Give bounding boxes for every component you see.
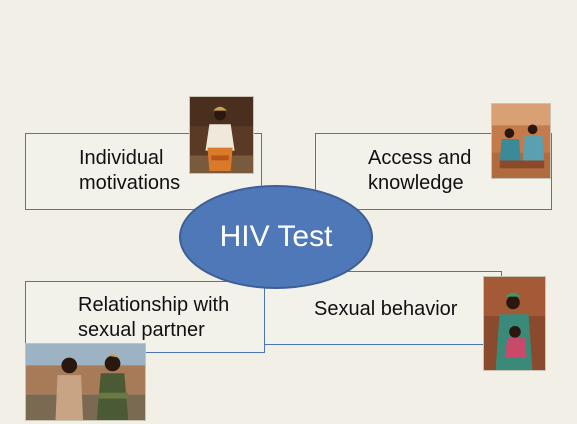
photo-women-sitting	[491, 103, 551, 179]
photo-couple	[25, 343, 146, 421]
factor-label-relationship: Relationship with sexual partner	[78, 294, 230, 341]
factor-label-sexual: Sexual behavior	[314, 298, 458, 320]
center-label: HIV Test	[219, 220, 333, 253]
photo-mother-child	[483, 276, 546, 371]
center-ellipse: HIV Test	[179, 185, 373, 289]
photo-woman-standing	[189, 96, 254, 174]
factor-label-access: Access and knowledge	[368, 147, 472, 194]
factor-label-individual: Individual motivations	[79, 147, 181, 194]
